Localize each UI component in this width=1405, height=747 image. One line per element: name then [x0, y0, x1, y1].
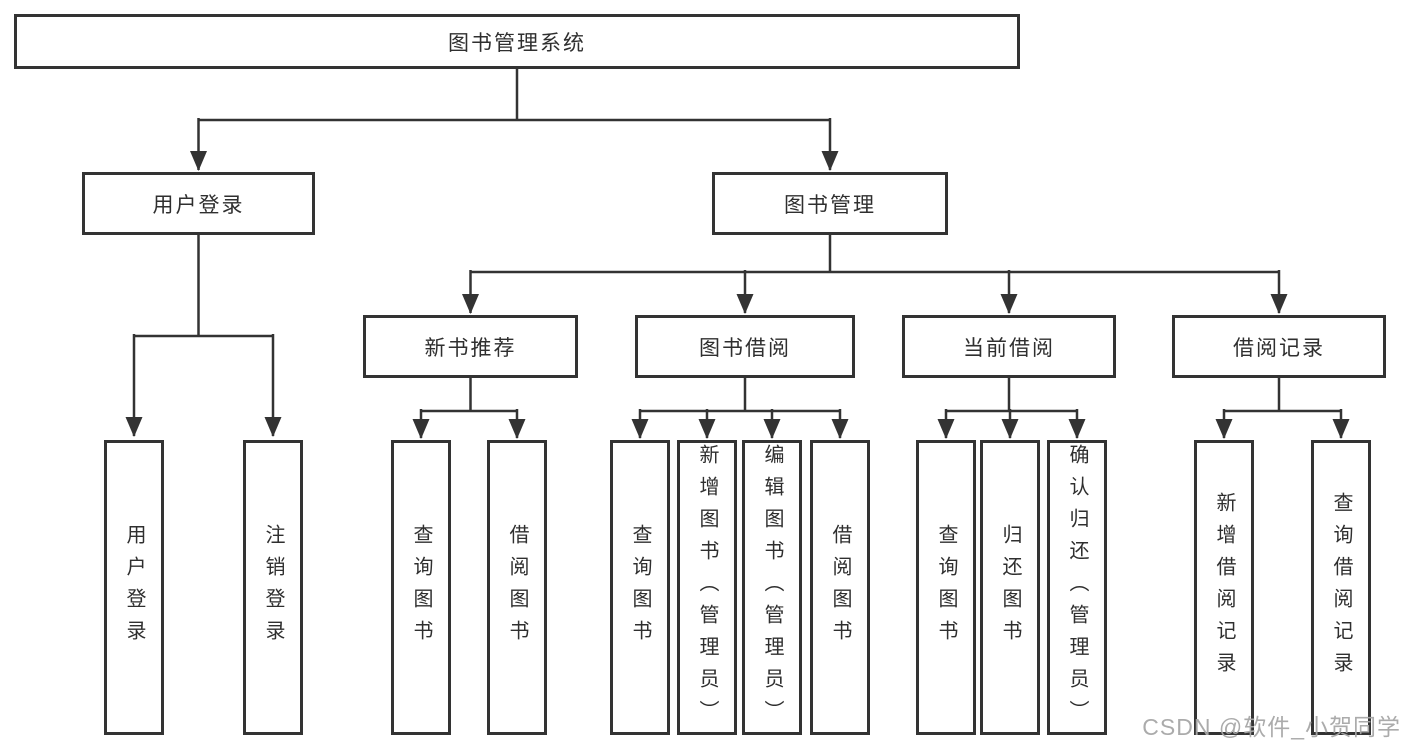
- edge-userlogin-tee: [134, 235, 273, 338]
- node-new-book-recommend: 新书推荐: [363, 315, 578, 378]
- node-borrow-record: 借阅记录: [1172, 315, 1386, 378]
- csdn-watermark: CSDN @软件_小贺同学: [1142, 714, 1401, 740]
- edge-borrowrecord-tee: [1224, 378, 1341, 413]
- leaf-current-query-books: 查询图书: [916, 440, 976, 735]
- leaf-record-add-record: 新增借阅记录: [1194, 440, 1254, 735]
- node-current-borrow: 当前借阅: [902, 315, 1116, 378]
- edge-newbook-tee: [421, 378, 517, 413]
- leaf-borrow-edit-books-admin: 编辑图书（管理员）: [742, 440, 802, 735]
- node-user-login: 用户登录: [82, 172, 315, 235]
- leaf-newbook-borrow-books: 借阅图书: [487, 440, 547, 735]
- edge-bookmgmt-tee: [470, 235, 1279, 274]
- leaf-record-query-record: 查询借阅记录: [1311, 440, 1371, 735]
- edge-currentborrow-tee: [946, 378, 1077, 413]
- leaf-current-confirm-return-admin: 确认归还（管理员）: [1047, 440, 1107, 735]
- leaf-newbook-query-books: 查询图书: [391, 440, 451, 735]
- leaf-logout: 注销登录: [243, 440, 303, 735]
- leaf-borrow-query-books: 查询图书: [610, 440, 670, 735]
- edge-bookborrow-tee: [640, 378, 840, 413]
- node-book-management: 图书管理: [712, 172, 948, 235]
- edge-root-tee: [198, 69, 830, 122]
- leaf-borrow-add-books-admin: 新增图书（管理员）: [677, 440, 737, 735]
- node-root-system: 图书管理系统: [14, 14, 1020, 69]
- leaf-user-login: 用户登录: [104, 440, 164, 735]
- leaf-borrow-borrow-books: 借阅图书: [810, 440, 870, 735]
- leaf-current-return-books: 归还图书: [980, 440, 1040, 735]
- node-book-borrow: 图书借阅: [635, 315, 855, 378]
